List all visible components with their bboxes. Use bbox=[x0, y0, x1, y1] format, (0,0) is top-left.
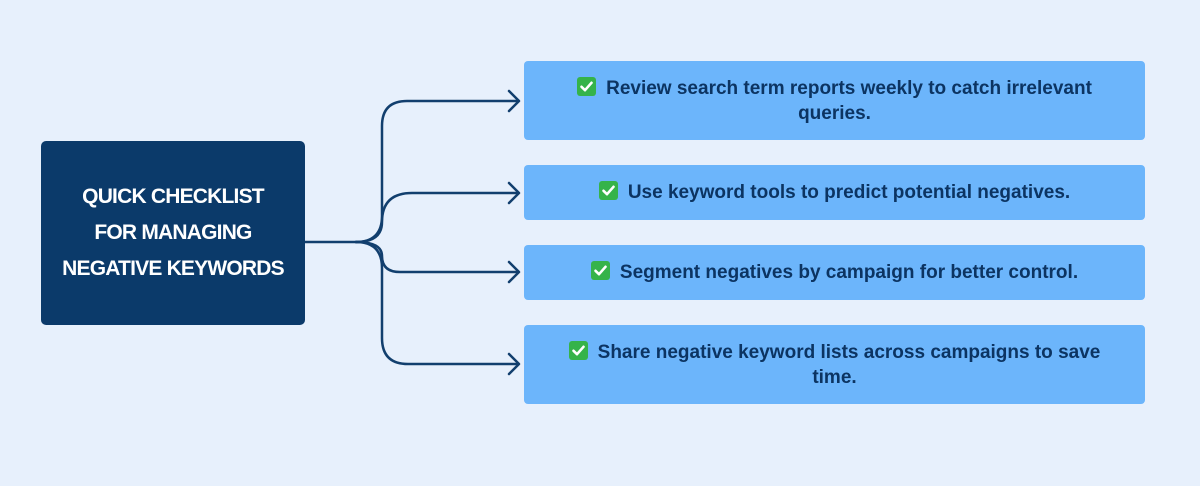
checklist-item: Segment negatives by campaign for better… bbox=[524, 245, 1145, 300]
connector-branch-3 bbox=[354, 240, 520, 366]
checklist-item: Use keyword tools to predict potential n… bbox=[524, 165, 1145, 220]
checklist-item: Review search term reports weekly to cat… bbox=[524, 61, 1145, 140]
checklist-item-text: Segment negatives by campaign for better… bbox=[619, 262, 1079, 283]
checklist-title-box: QUICK CHECKLIST FOR MANAGING NEGATIVE KE… bbox=[41, 141, 305, 325]
checklist-item: Share negative keyword lists across camp… bbox=[524, 325, 1145, 404]
check-mark-icon bbox=[590, 261, 610, 280]
checklist-item-text: Use keyword tools to predict potential n… bbox=[627, 182, 1071, 203]
arrowhead-1 bbox=[507, 181, 521, 205]
arrowhead-2 bbox=[507, 260, 521, 284]
checklist-item-text: Review search term reports weekly to cat… bbox=[606, 77, 1092, 124]
connector-branch-0 bbox=[354, 99, 520, 244]
arrowhead-3 bbox=[507, 352, 521, 376]
check-mark-icon bbox=[598, 181, 618, 200]
connector-branch-1 bbox=[354, 191, 520, 244]
checklist-title: QUICK CHECKLIST FOR MANAGING NEGATIVE KE… bbox=[62, 185, 285, 280]
check-mark-icon bbox=[577, 76, 597, 96]
check-mark-icon bbox=[568, 340, 588, 360]
checklist-item-text: Share negative keyword lists across camp… bbox=[597, 341, 1101, 388]
arrowhead-0 bbox=[507, 89, 521, 113]
